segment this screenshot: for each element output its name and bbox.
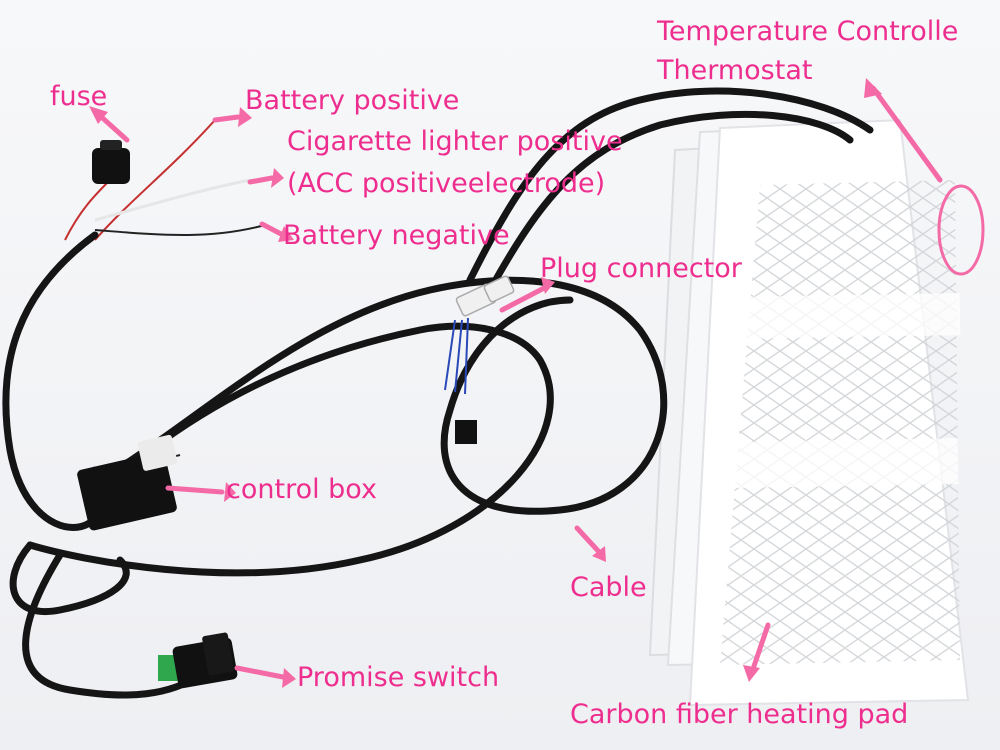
promise-switch-unit — [158, 632, 238, 689]
battery-negative-label: Battery negative — [283, 220, 510, 251]
plug-connector-unit — [444, 275, 515, 444]
battery-positive-label: Battery positive — [245, 85, 460, 116]
cigarette-lighter-label-line2: (ACC positiveelectrode) — [287, 168, 606, 199]
carbon-fiber-heating-pad — [648, 118, 970, 707]
fuse-label: fuse — [50, 81, 108, 112]
cable-label: Cable — [570, 572, 647, 603]
fuse-holder — [92, 140, 130, 184]
temperature-controller-label-line1: Temperature Controlle — [657, 16, 959, 47]
annotation-arrows — [94, 85, 985, 681]
plug-connector-label: Plug connector — [540, 253, 742, 284]
promise-switch-label: Promise switch — [297, 662, 500, 693]
control-box-unit — [77, 434, 178, 531]
control-box-label: control box — [226, 474, 377, 505]
thermostat-label-line2: Thermostat — [657, 55, 813, 86]
cigarette-lighter-label-line1: Cigarette lighter positive — [287, 126, 623, 157]
heating-pad-label: Carbon fiber heating pad — [570, 699, 909, 730]
annotation-arrowheads — [89, 78, 882, 688]
